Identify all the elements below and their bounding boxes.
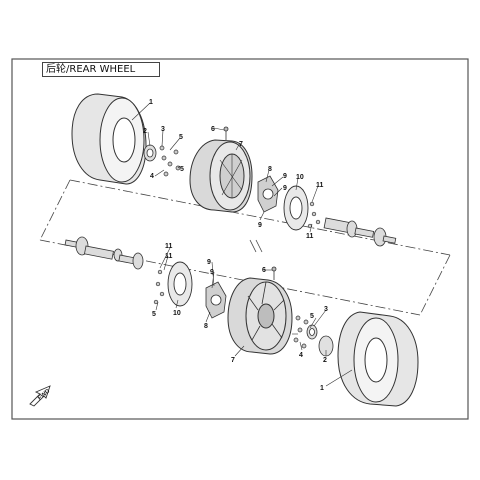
lower-rim <box>227 277 293 355</box>
callout-6-upper: 6 <box>211 126 215 133</box>
diagram-title: 后轮/REAR WHEEL <box>46 64 136 75</box>
callout-labels: 1 2 3 4 5 5 6 7 8 9 9 9 10 11 11 11 11 5… <box>143 99 328 392</box>
upper-brake-disc <box>283 185 309 231</box>
lower-brake-disc <box>167 261 193 307</box>
callout-3-upper: 3 <box>161 126 165 133</box>
callout-5-lower: 5 <box>152 311 156 318</box>
callout-11-upper-a: 11 <box>316 182 324 189</box>
callout-5-lower-b: 5 <box>310 313 314 320</box>
callout-9-upper-c: 9 <box>258 222 262 229</box>
callout-11-lower-a: 11 <box>165 243 173 250</box>
lower-lug-studs <box>293 315 309 349</box>
upper-drive-shaft <box>323 217 397 247</box>
fwd-label: FWD <box>37 388 52 402</box>
lower-drive-shaft <box>64 236 144 270</box>
callout-9-lower-b: 9 <box>210 269 214 276</box>
callout-11-lower-b: 11 <box>165 253 173 260</box>
callout-1-lower: 1 <box>320 385 324 392</box>
callout-11-upper-b: 11 <box>306 233 314 240</box>
upper-disc-bolts <box>307 201 321 229</box>
callout-3-lower: 3 <box>324 306 328 313</box>
lower-tire <box>337 311 419 407</box>
title-box <box>42 62 160 77</box>
callout-2-lower: 2 <box>323 357 327 364</box>
axis-band <box>39 179 451 316</box>
callout-7-lower: 7 <box>231 357 235 364</box>
axis-break <box>249 239 263 253</box>
callout-9-upper-a: 9 <box>283 173 287 180</box>
lower-disc-bolts <box>153 269 165 305</box>
callout-4-lower: 4 <box>299 352 303 359</box>
callout-6-lower: 6 <box>262 267 266 274</box>
callout-7-upper: 7 <box>239 141 243 148</box>
callout-10-upper: 10 <box>296 174 304 181</box>
leader-lines <box>131 102 353 387</box>
lower-hub-nut <box>306 324 318 340</box>
callout-8-lower: 8 <box>204 323 208 330</box>
upper-tire <box>71 93 147 185</box>
upper-valve-stem <box>223 126 229 140</box>
diagram-border <box>11 58 469 420</box>
lower-valve-stem <box>271 266 277 280</box>
callout-4-upper: 4 <box>150 173 154 180</box>
callout-5-upper-a: 5 <box>179 134 183 141</box>
callout-1-upper: 1 <box>149 99 153 106</box>
callout-2-upper: 2 <box>143 128 147 135</box>
callout-9-lower-a: 9 <box>207 259 211 266</box>
callout-10-lower: 10 <box>173 310 181 317</box>
callout-8-upper: 8 <box>268 166 272 173</box>
upper-hub-flange <box>257 175 279 213</box>
upper-rim <box>189 139 253 213</box>
upper-lug-studs <box>159 145 181 177</box>
lower-hub-flange <box>205 281 227 319</box>
callout-9-upper-b: 9 <box>283 185 287 192</box>
upper-hub-nut <box>143 144 157 162</box>
callout-5-upper-b: 5 <box>180 166 184 173</box>
fwd-arrow-icon: FWD <box>29 385 52 407</box>
